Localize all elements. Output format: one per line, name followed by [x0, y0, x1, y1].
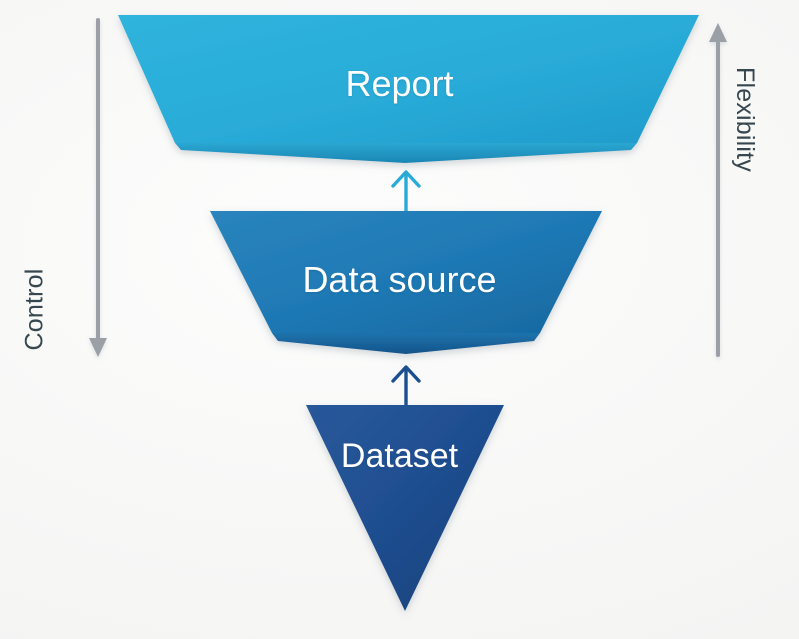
stage-label-dataset: Dataset [340, 437, 459, 475]
connector-arrowhead-icon [391, 170, 421, 188]
funnel-stage-data-source[interactable] [210, 211, 602, 354]
stage-label-report: Report [345, 63, 454, 104]
axis-label-flexibility: Flexibility [731, 67, 759, 172]
data-source-shape-body [210, 211, 602, 333]
axis-label-control: Control [20, 268, 49, 351]
connector-data-source-to-report [391, 170, 421, 213]
connector-dataset-to-data-source [391, 365, 421, 407]
arrow-up-icon [709, 23, 727, 42]
funnel-stage-report[interactable] [118, 15, 699, 163]
report-shape-skirt [175, 143, 637, 163]
data-source-shape-skirt [272, 333, 540, 354]
dataset-shape-body [306, 405, 504, 611]
flexibility-axis-arrow [709, 23, 727, 357]
connector-arrowhead-icon [391, 365, 421, 383]
stage-label-data-source: Data source [302, 259, 497, 300]
control-axis-arrow [89, 18, 107, 357]
arrow-down-icon [89, 338, 107, 357]
report-shape-body [118, 15, 699, 143]
funnel-stage-dataset[interactable] [306, 405, 504, 611]
